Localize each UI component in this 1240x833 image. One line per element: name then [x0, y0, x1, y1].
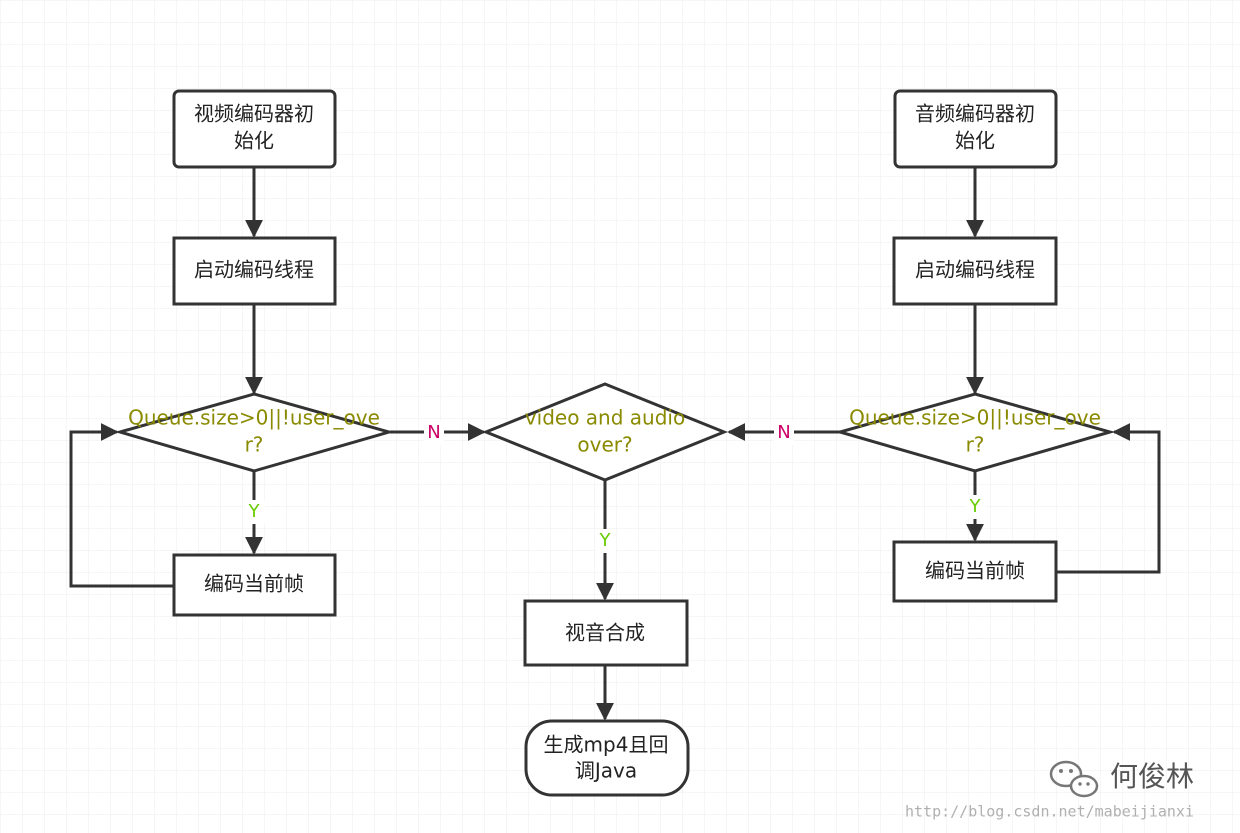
watermark-url: http://blog.csdn.net/mabeijianxi: [905, 803, 1194, 821]
node-end-line-2: 调Java: [575, 759, 637, 783]
node-center-condition-line-1: video and audio: [525, 406, 685, 430]
node-end-line-1: 生成mp4且回: [544, 733, 669, 757]
edge-audio-encode-loop: [1057, 423, 1161, 574]
node-video-condition: Queue.size>0||!user_ove r?: [114, 392, 395, 473]
node-audio-init: 音频编码器初 始化: [893, 89, 1058, 169]
node-video-condition-line-1: Queue.size>0||!user_ove: [128, 406, 380, 430]
edge-label-audio-no: N: [777, 422, 790, 443]
edge-label-center-yes: Y: [599, 530, 612, 551]
node-video-condition-line-2: r?: [245, 433, 264, 457]
node-audio-thread-label: 启动编码线程: [915, 258, 1035, 282]
wechat-icon: [1049, 760, 1099, 798]
node-audio-init-line-2: 始化: [955, 129, 995, 153]
watermark-name: 何俊林: [1110, 760, 1194, 793]
node-audio-encode-label: 编码当前帧: [925, 559, 1025, 583]
edge-label-video-yes: Y: [248, 501, 261, 522]
edge-video-encode-loop: [69, 423, 174, 588]
node-video-encode-label: 编码当前帧: [204, 572, 304, 596]
node-audio-init-line-1: 音频编码器初: [915, 102, 1035, 126]
node-video-init-line-2: 始化: [234, 129, 274, 153]
node-center-condition-line-2: over?: [577, 433, 632, 457]
node-video-init: 视频编码器初 始化: [172, 89, 337, 169]
node-video-thread-label: 启动编码线程: [194, 258, 314, 282]
edge-label-audio-yes: Y: [969, 496, 982, 517]
node-end: 生成mp4且回 调Java: [524, 719, 690, 797]
node-audio-condition: Queue.size>0||!user_ove r?: [834, 392, 1116, 473]
node-video-thread: 启动编码线程: [172, 236, 337, 306]
node-merge: 视音合成: [523, 599, 689, 667]
node-merge-label: 视音合成: [565, 621, 645, 645]
node-center-condition: video and audio over?: [481, 382, 729, 482]
node-video-encode: 编码当前帧: [172, 553, 337, 617]
node-video-init-line-1: 视频编码器初: [194, 102, 314, 126]
node-audio-encode: 编码当前帧: [892, 540, 1058, 603]
node-audio-thread: 启动编码线程: [892, 236, 1058, 306]
node-audio-condition-line-1: Queue.size>0||!user_ove: [849, 406, 1101, 430]
node-audio-condition-line-2: r?: [966, 433, 985, 457]
edge-label-video-no: N: [427, 422, 440, 443]
watermark: 何俊林 http://blog.csdn.net/mabeijianxi: [905, 760, 1194, 821]
